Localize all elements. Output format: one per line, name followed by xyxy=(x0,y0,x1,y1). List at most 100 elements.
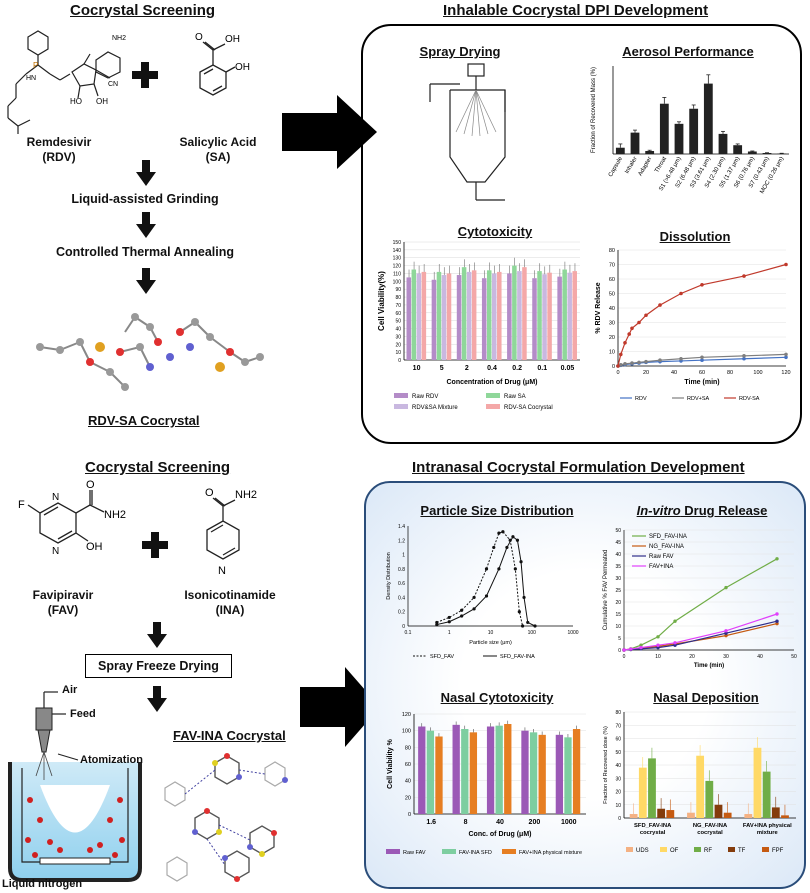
favipiravir-structure: F O NH2 OH N N xyxy=(18,479,126,557)
y-tick-label: 30 xyxy=(395,334,401,340)
y-tick-label: 140 xyxy=(393,248,402,254)
bar xyxy=(557,276,562,360)
spray-dryer-diagram xyxy=(429,63,506,201)
bar xyxy=(435,736,443,814)
data-point xyxy=(522,595,526,600)
data-point xyxy=(742,354,746,358)
bar xyxy=(492,273,497,360)
remdesivir-structure: P HO OH CN NH2 HN xyxy=(7,30,126,134)
down-arrow-icon xyxy=(136,212,156,238)
y-tick-label: 70 xyxy=(395,303,401,309)
x-tick-label: 10 xyxy=(413,365,421,372)
y-tick-label: 90 xyxy=(395,287,401,293)
x-tick-label: 30 xyxy=(723,654,729,660)
legend-label: SFD_FAV-INA xyxy=(649,534,687,540)
ina-abbr: (INA) xyxy=(215,603,245,617)
x-tick-label: 120 xyxy=(781,370,790,376)
bar xyxy=(659,103,669,154)
salicylic-acid-structure: O OH OH xyxy=(195,32,250,96)
y-tick-label: 0.6 xyxy=(398,581,405,587)
bar xyxy=(512,265,517,360)
y-tick-label: 100 xyxy=(393,279,402,285)
bar xyxy=(537,271,542,360)
x-tick-label: 0.4 xyxy=(487,365,497,372)
air-label: Air xyxy=(62,684,78,696)
n-label-fav-1: N xyxy=(52,492,59,503)
o-label-ina: O xyxy=(205,487,214,499)
y-tick-label: 10 xyxy=(615,624,621,630)
x-tick-label: 20 xyxy=(689,654,695,660)
x-tick-label: 200 xyxy=(529,819,541,826)
hn-label: HN xyxy=(26,75,36,82)
data-point xyxy=(784,352,788,357)
y-tick-label: 120 xyxy=(402,712,411,718)
bar xyxy=(521,730,529,814)
data-point xyxy=(472,595,476,600)
bar xyxy=(562,269,567,360)
release-title-italic: In-vitro xyxy=(636,503,681,518)
bar xyxy=(638,767,647,818)
legend-label: Raw RDV xyxy=(412,394,438,400)
data-point xyxy=(724,631,728,635)
legend-swatch xyxy=(486,404,500,409)
y-tick-label: 10 xyxy=(395,350,401,356)
data-point xyxy=(460,608,464,612)
legend-label: RF xyxy=(704,848,712,854)
sa-name: Salicylic Acid xyxy=(179,135,257,149)
bar xyxy=(497,271,502,360)
fav-ina-crystal-model xyxy=(164,753,288,882)
bar xyxy=(630,132,640,154)
legend-label: RDV+SA xyxy=(687,396,709,402)
x-tick-label: 20 xyxy=(643,370,649,376)
x-tick-label: FAV+INA physical xyxy=(743,823,792,829)
data-point xyxy=(484,594,489,598)
y-tick-label: 10 xyxy=(609,350,615,356)
x-tick-label: 40 xyxy=(671,370,677,376)
data-point xyxy=(700,283,704,287)
data-point xyxy=(775,557,779,561)
bar xyxy=(436,271,442,360)
data-point xyxy=(658,358,662,362)
x-tick-label: 40 xyxy=(757,654,763,660)
series-line xyxy=(623,620,778,651)
data-point xyxy=(629,647,633,651)
bar xyxy=(771,807,780,818)
bar xyxy=(481,278,487,360)
bar xyxy=(645,150,655,154)
data-point xyxy=(637,360,641,365)
x-tick-label: 0.05 xyxy=(561,365,575,372)
bar xyxy=(555,734,564,814)
data-point xyxy=(742,274,746,278)
y-tick-label: 10 xyxy=(615,803,621,809)
x-tick-label: Capsule xyxy=(608,155,625,178)
o-label-fav: O xyxy=(86,479,95,491)
bar xyxy=(747,151,757,154)
top-right-title: Inhalable Cocrystal DPI Development xyxy=(443,2,709,19)
rdv-sa-crystal-model xyxy=(36,313,264,391)
data-point xyxy=(623,362,627,366)
legend-label: Raw SA xyxy=(504,394,526,400)
bar xyxy=(718,133,728,154)
x-tick-label: Throat xyxy=(654,156,668,174)
aerosol-title: Aerosol Performance xyxy=(622,44,754,59)
step-annealing: Controlled Thermal Annealing xyxy=(55,245,235,259)
dissolution-title: Dissolution xyxy=(659,229,731,244)
plus-icon xyxy=(132,62,158,88)
data-point xyxy=(447,615,451,620)
bar xyxy=(666,810,675,818)
data-point xyxy=(519,560,523,564)
bar xyxy=(469,732,478,814)
bar xyxy=(714,804,723,818)
x-tick-label: 100 xyxy=(528,630,537,636)
legend-label: SFD_FAV xyxy=(430,654,454,660)
bar xyxy=(696,755,705,818)
y-tick-label: 5 xyxy=(618,636,621,642)
x-axis-label: Concentration of Drug (μM) xyxy=(447,379,538,386)
y-tick-label: 40 xyxy=(615,552,621,558)
bottom-left-title: Cocrystal Screening xyxy=(85,459,231,476)
data-point xyxy=(775,612,779,616)
data-point xyxy=(700,355,704,360)
bar xyxy=(504,724,512,814)
